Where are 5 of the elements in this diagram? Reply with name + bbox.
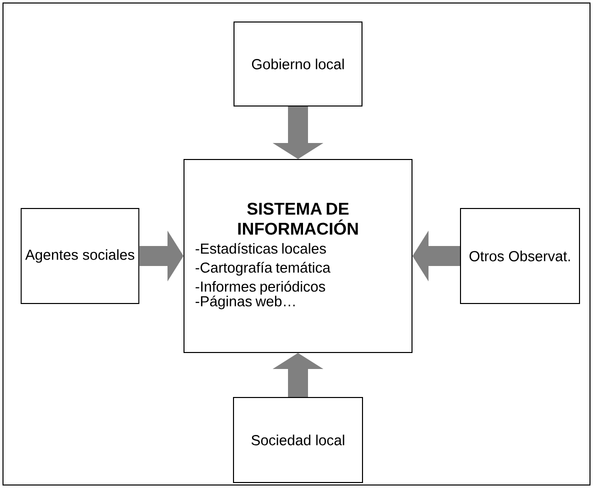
entity-box: Otros Observat. bbox=[460, 208, 580, 304]
process-box: SISTEMA DE INFORMACIÓN -Estadísticas locales -Cartografía temática -Informes periódicos -Páginas web… bbox=[184, 159, 412, 353]
entity-box: Sociedad local bbox=[233, 397, 363, 483]
entity-box: Gobierno local bbox=[234, 22, 362, 106]
entity-box: Agentes sociales bbox=[20, 208, 140, 304]
